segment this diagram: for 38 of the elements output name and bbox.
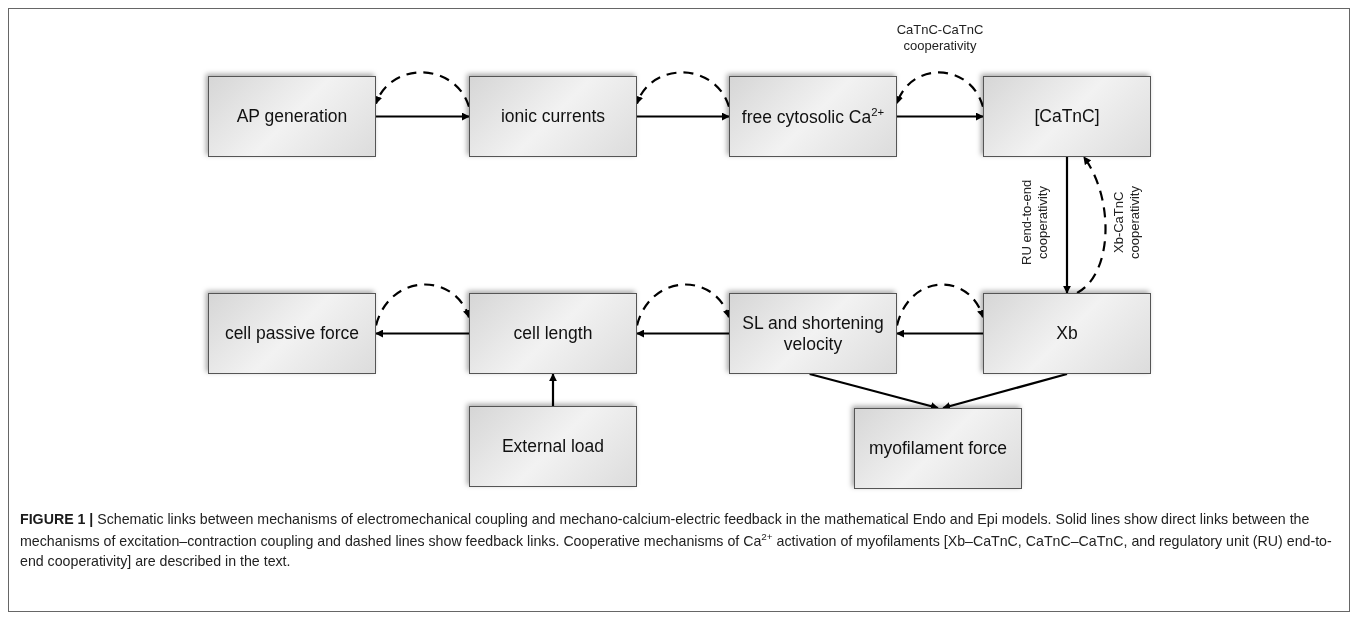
arrow (375, 329, 469, 338)
arrow (942, 372, 1068, 410)
process-box (854, 408, 1022, 489)
node-label: free cytosolic Ca$^{2+}$ (740, 105, 886, 128)
node-label: AP generation (235, 106, 349, 127)
process-box (469, 406, 637, 487)
feedback-arrow (375, 71, 470, 108)
node-label: External load (500, 436, 606, 457)
node-label: Xb (1055, 323, 1079, 344)
feedback-arrow (896, 71, 985, 108)
node-label: SL and shortening velocity (741, 312, 885, 355)
arrow (1063, 157, 1071, 294)
process-box (469, 293, 637, 374)
process-box (469, 76, 637, 157)
feedback-arrow (636, 71, 730, 108)
node-label: ionic currents (499, 106, 607, 127)
arrow (376, 112, 470, 121)
arrow (637, 112, 730, 121)
feedback-arrow (635, 283, 730, 326)
arrow (809, 372, 939, 410)
process-box (208, 293, 376, 374)
arrow (897, 112, 984, 121)
arrow (636, 329, 729, 338)
arrow (549, 373, 557, 406)
process-box (208, 76, 376, 157)
process-box (729, 293, 897, 374)
feedback-arrow (374, 283, 470, 326)
node-label: [CaTnC] (1033, 106, 1101, 127)
process-box (983, 76, 1151, 157)
process-box (983, 293, 1151, 374)
feedback-arrow (895, 283, 985, 326)
figure-caption: FIGURE 1 | Schematic links between mechanisms of electromechanical coupling and mechano-calcium-electric feedback in the mathematical Endo and Epi models. Solid lines show direct links between the mechanisms of excitation–contraction coupling and dashed lines show feedback links. Cooperative mechanisms of Ca$^{2+}$ activation of myofilaments [Xb–CaTnC, CaTnC–CaTnC, and regulatory unit (RU) end-to-end cooperativity] are described in the text. (20, 510, 1333, 572)
arrow (896, 329, 983, 338)
node-label: myofilament force (867, 438, 1009, 459)
process-box (729, 76, 897, 157)
feedback-arrow (1076, 156, 1107, 294)
node-label: cell passive force (223, 323, 361, 344)
node-label: cell length (512, 323, 594, 344)
